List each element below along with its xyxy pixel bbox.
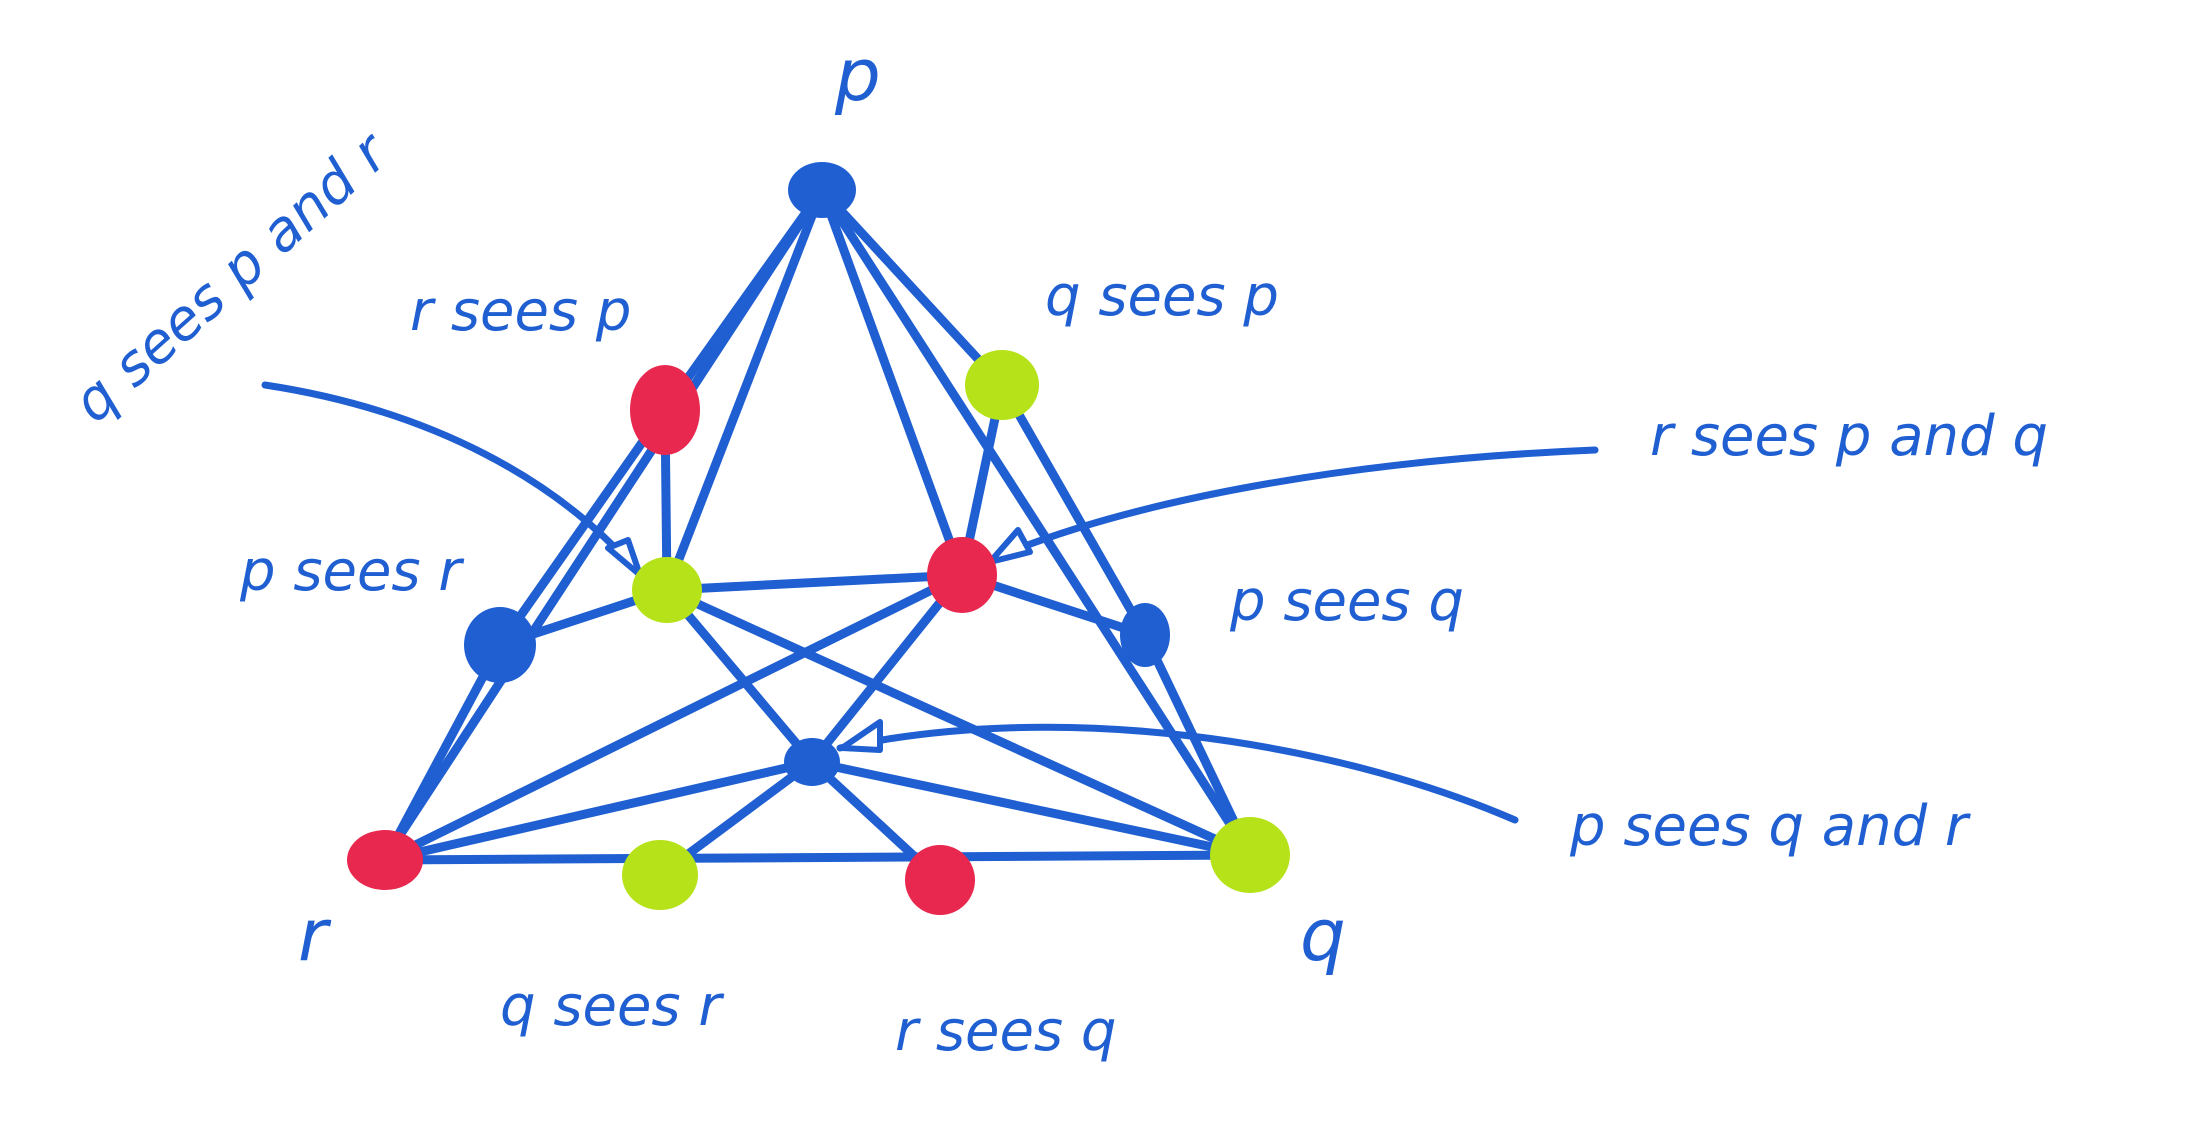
edge-p-qsp — [817, 185, 1007, 390]
edge-qpr-q — [662, 585, 1255, 860]
edge-rpq-r — [380, 570, 967, 865]
node-r-sees-p-and-q — [927, 537, 997, 613]
edge-psq-q — [1140, 630, 1255, 860]
node-p-sees-r — [464, 607, 536, 683]
edge-psr-r — [380, 640, 505, 865]
edge-center-rpq — [807, 570, 967, 767]
edge-center-qpr — [662, 585, 817, 767]
node-p-sees-q-and-r — [784, 738, 840, 786]
node-r — [347, 830, 423, 890]
label-p-sees-q-and-r: p sees q and r — [1569, 794, 1971, 859]
label-r-sees-q: r sees q — [895, 999, 1116, 1064]
pointer-arrows — [261, 381, 1599, 824]
vertex-label-r: r — [298, 893, 332, 977]
label-r-sees-p: r sees p — [410, 279, 631, 344]
arrow-r-sees-p-and-q — [986, 446, 1599, 564]
arrowhead-icon — [605, 537, 643, 578]
edge-center-r — [380, 757, 817, 865]
node-r-sees-p — [630, 365, 700, 455]
vertex-label-p: p — [834, 33, 881, 117]
edge-p-rsp — [660, 185, 827, 415]
edge-p-r — [380, 185, 827, 863]
label-r-sees-p-and-q: r sees p and q — [1650, 404, 2048, 469]
label-p-sees-r: p sees r — [239, 539, 464, 604]
edge-p-qpr — [662, 185, 827, 595]
arrow-q-sees-p-and-r — [261, 381, 644, 579]
edge-rsp-psr — [495, 405, 670, 650]
node-q-sees-r — [622, 840, 698, 910]
node-r-sees-q — [905, 845, 975, 915]
edge-p-rpq — [817, 185, 967, 580]
edge-p-q — [817, 185, 1255, 860]
edge-qpr-rpq — [662, 570, 967, 595]
node-p — [788, 162, 856, 218]
arrowhead-icon — [987, 527, 1033, 565]
label-q-sees-r: q sees r — [500, 974, 724, 1039]
node-p-sees-q — [1120, 603, 1170, 667]
arrow-p-sees-q-and-r — [836, 723, 1519, 824]
node-q — [1210, 817, 1290, 893]
nodes — [347, 162, 1290, 915]
node-q-sees-p — [965, 350, 1039, 420]
vertex-label-q: q — [1300, 893, 1346, 977]
arrowhead-icon — [839, 719, 883, 753]
label-q-sees-p-and-r: q sees p and r — [61, 119, 402, 436]
label-q-sees-p: q sees p — [1045, 264, 1279, 329]
label-p-sees-q: p sees q — [1229, 569, 1464, 634]
node-q-sees-p-and-r — [632, 557, 702, 623]
edge-r-q — [380, 850, 1255, 865]
edge-qsp-psq — [997, 380, 1150, 640]
edge-center-q — [807, 757, 1255, 860]
